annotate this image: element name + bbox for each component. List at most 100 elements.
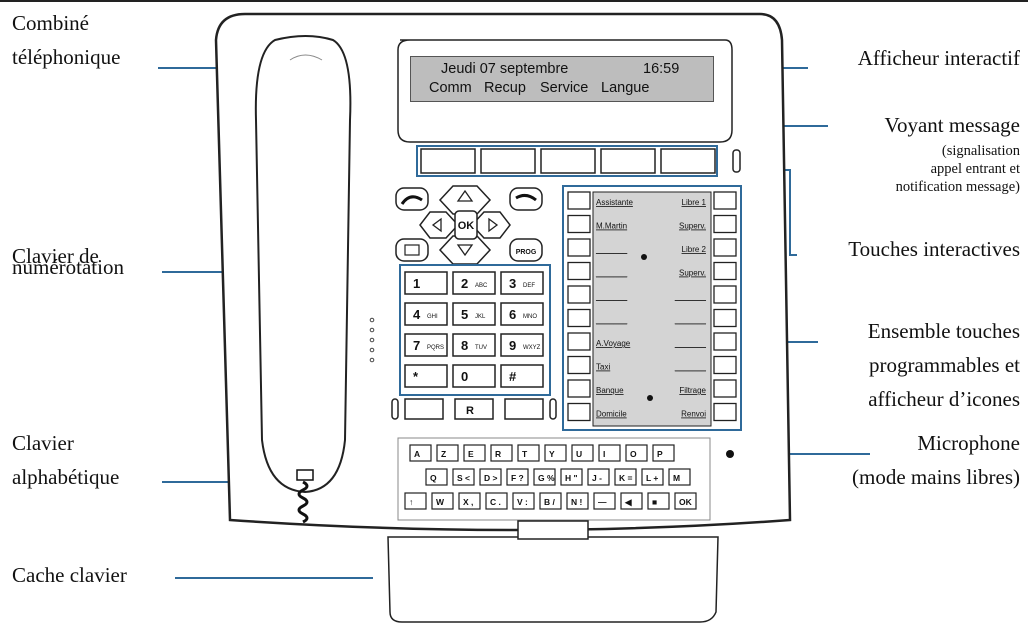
alpha-key[interactable] xyxy=(512,492,535,510)
alpha-key-label: B / xyxy=(544,497,556,507)
prog-key-right[interactable] xyxy=(713,191,737,210)
prog-key-right[interactable] xyxy=(713,261,737,281)
alpha-key[interactable] xyxy=(620,492,643,510)
handset xyxy=(254,35,352,494)
alpha-key-label: ↑ xyxy=(409,497,413,507)
prog-key-right[interactable] xyxy=(713,308,737,328)
prog-label-right: _______ xyxy=(674,316,707,325)
dial-key-9[interactable] xyxy=(500,333,544,357)
label-voyant-sub-2: appel entrant et xyxy=(930,161,1020,177)
alpha-key[interactable] xyxy=(479,468,502,486)
label-ensemble-2: programmables et xyxy=(868,353,1020,377)
alpha-key[interactable] xyxy=(566,492,589,510)
dial-digit: # xyxy=(509,369,517,384)
alpha-key[interactable] xyxy=(404,492,427,510)
alpha-key[interactable] xyxy=(544,444,567,462)
lcd-menu-service[interactable]: Service xyxy=(540,80,589,96)
prog-label-left: A.Voyage xyxy=(596,339,631,348)
alpha-key[interactable] xyxy=(533,468,556,486)
bottom-keys xyxy=(391,398,557,420)
dial-key-7[interactable] xyxy=(404,333,448,357)
label-combine-2: téléphonique xyxy=(12,45,121,69)
prog-key-left[interactable] xyxy=(567,355,591,375)
alpha-key[interactable] xyxy=(409,444,432,462)
alpha-key[interactable] xyxy=(674,492,697,510)
alpha-key[interactable] xyxy=(587,468,610,486)
alpha-key[interactable] xyxy=(458,492,481,510)
icon-indicator xyxy=(641,254,647,260)
alpha-key[interactable] xyxy=(425,468,448,486)
dialpad-highlight xyxy=(399,264,551,396)
prog-key-right[interactable] xyxy=(713,379,737,398)
keyboard-cover xyxy=(387,536,719,623)
r-key xyxy=(454,398,494,420)
dial-key-4[interactable] xyxy=(404,302,448,326)
label-ensemble-3: afficheur d’icones xyxy=(868,387,1020,411)
alpha-key[interactable] xyxy=(452,468,475,486)
prog-key-left[interactable] xyxy=(567,308,591,328)
prog-key-right[interactable] xyxy=(713,214,737,234)
label-clavier-num-1: Clavier de xyxy=(12,244,99,268)
alpha-key[interactable] xyxy=(614,468,637,486)
alpha-key-label: W xyxy=(436,497,445,507)
icon-indicator xyxy=(647,395,653,401)
prog-key-right[interactable] xyxy=(713,238,737,257)
prog-label-left: Assistante xyxy=(596,198,633,207)
prog-key xyxy=(509,238,543,262)
dial-key-10[interactable] xyxy=(404,364,448,388)
dial-key-12[interactable] xyxy=(500,364,544,388)
lcd-menu-recup[interactable]: Recup xyxy=(484,80,526,96)
dial-key-11[interactable] xyxy=(452,364,496,388)
dial-key-8[interactable] xyxy=(452,333,496,357)
microphone-dot xyxy=(726,450,734,458)
dial-digit: 0 xyxy=(461,369,468,384)
alpha-key[interactable] xyxy=(625,444,648,462)
prog-key-right[interactable] xyxy=(713,285,737,304)
alpha-key-label: J - xyxy=(592,473,602,483)
alpha-key[interactable] xyxy=(490,444,513,462)
alpha-key[interactable] xyxy=(431,492,454,510)
prog-label-left: Domicile xyxy=(596,410,627,419)
alpha-key-label: M xyxy=(673,473,680,483)
prog-key-left[interactable] xyxy=(567,261,591,281)
alpha-key[interactable] xyxy=(517,444,540,462)
alpha-key[interactable] xyxy=(539,492,562,510)
dial-key-6[interactable] xyxy=(500,302,544,326)
alpha-key[interactable] xyxy=(652,444,675,462)
alpha-key[interactable] xyxy=(641,468,664,486)
label-voyant-sub-3: notification message) xyxy=(895,179,1020,195)
prog-key-right[interactable] xyxy=(713,355,737,375)
lcd-menu-langue[interactable]: Langue xyxy=(601,80,650,96)
alpha-key[interactable] xyxy=(436,444,459,462)
alpha-key[interactable] xyxy=(647,492,670,510)
alpha-key[interactable] xyxy=(506,468,529,486)
alpha-key[interactable] xyxy=(463,444,486,462)
alpha-key[interactable] xyxy=(485,492,508,510)
prog-key-right[interactable] xyxy=(713,332,737,351)
icon-display-panel xyxy=(592,191,712,427)
dial-key-3[interactable] xyxy=(500,271,544,295)
dial-key-1[interactable] xyxy=(404,271,448,295)
alpha-key-label: I xyxy=(603,449,605,459)
dial-key-2[interactable] xyxy=(452,271,496,295)
prog-key-left[interactable] xyxy=(567,379,591,398)
prog-key-left[interactable] xyxy=(567,332,591,351)
alpha-key[interactable] xyxy=(571,444,594,462)
alpha-key-label: E xyxy=(468,449,474,459)
prog-key-left[interactable] xyxy=(567,238,591,257)
prog-key-left[interactable] xyxy=(567,402,591,422)
alpha-key[interactable] xyxy=(598,444,621,462)
prog-key-left[interactable] xyxy=(567,285,591,304)
lcd-menu-comm[interactable]: Comm xyxy=(429,80,472,96)
alpha-key[interactable] xyxy=(668,468,691,486)
prog-key-left[interactable] xyxy=(567,191,591,210)
prog-key-left[interactable] xyxy=(567,214,591,234)
alpha-key[interactable] xyxy=(593,492,616,510)
dial-letters: MNO xyxy=(523,314,537,320)
dial-letters: JKL xyxy=(475,314,486,320)
dial-key-5[interactable] xyxy=(452,302,496,326)
alpha-key[interactable] xyxy=(560,468,583,486)
prog-key-right[interactable] xyxy=(713,402,737,422)
